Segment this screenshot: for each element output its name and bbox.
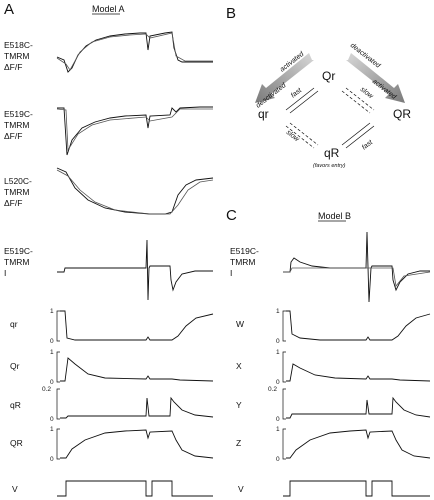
svg-text:1: 1 [276, 349, 280, 356]
arrow-Qr-to-QR [346, 53, 405, 103]
title-model-a: Model A [92, 4, 125, 14]
arrow-qr-Qr-fast [285, 87, 319, 114]
label-e519c-current-a: E519C- TMRM I [4, 246, 33, 278]
svg-text:ΔF/F: ΔF/F [4, 198, 22, 208]
trace-voltage-c [283, 480, 430, 497]
trace-state-X [286, 363, 431, 382]
svg-text:TMRM: TMRM [230, 257, 256, 267]
svg-text:I: I [230, 268, 232, 278]
svg-text:0.2: 0.2 [268, 386, 277, 393]
arrow-qr-to-Qr [255, 53, 314, 103]
voltage-label-c: V [238, 484, 244, 494]
svg-text:TMRM: TMRM [4, 257, 30, 267]
svg-text:TMRM: TMRM [4, 120, 30, 130]
panel-label-c: C [226, 207, 237, 224]
trace-voltage-a [57, 480, 213, 497]
state-Qr: Qr [322, 69, 335, 83]
voltage-label-a: V [12, 484, 18, 494]
axis-X: 1 0 [276, 349, 286, 386]
svg-text:0: 0 [276, 379, 280, 386]
label-fast-lower: fast [361, 138, 375, 151]
trace-e519c-fluor [57, 106, 213, 156]
trace-e519c-model [56, 108, 213, 152]
svg-text:L520C-: L520C- [4, 176, 32, 186]
state-qr: qr [258, 107, 269, 121]
svg-text:0: 0 [50, 416, 54, 423]
svg-text:1: 1 [276, 308, 280, 315]
svg-text:E519C-: E519C- [230, 246, 259, 256]
trace-state-Qr [60, 357, 214, 382]
trace-current-c-model [283, 267, 431, 287]
state-label-Y: Y [236, 400, 242, 410]
title-model-b: Model B [318, 211, 351, 221]
trace-state-W [286, 310, 431, 341]
label-slow-lower: slow [285, 129, 301, 144]
svg-text:0: 0 [276, 416, 280, 423]
svg-text:1: 1 [276, 426, 280, 433]
trace-state-Y [286, 396, 431, 419]
svg-text:E519C-: E519C- [4, 246, 33, 256]
axis-W: 1 0 [276, 308, 286, 345]
svg-text:ΔF/F: ΔF/F [4, 62, 22, 72]
svg-text:0: 0 [50, 456, 54, 463]
arrow-qr-qR-slow [285, 122, 319, 149]
axis-Qr: 1 0 [50, 349, 60, 386]
label-e519c-fluor: E519C- TMRM ΔF/F [4, 109, 33, 141]
label-l520c-fluor: L520C- TMRM ΔF/F [4, 176, 32, 208]
svg-text:0: 0 [276, 338, 280, 345]
scheme-bottom-note: (favors entry) [313, 163, 346, 169]
state-label-Z: Z [236, 438, 241, 448]
arrow-qR-QR-fast [341, 122, 375, 149]
svg-text:I: I [4, 268, 6, 278]
svg-text:0: 0 [50, 338, 54, 345]
label-slow-upper: slow [359, 86, 375, 101]
axis-qR: 0.2 0 [42, 386, 60, 423]
state-label-QR: QR [10, 438, 23, 448]
label-e518c-fluor: E518C- TMRM ΔF/F [4, 40, 33, 72]
svg-text:E519C-: E519C- [4, 109, 33, 119]
trace-state-qR [60, 396, 214, 419]
trace-l520c-model [56, 169, 214, 215]
label-e519c-current-c: E519C- TMRM I [230, 246, 259, 278]
svg-text:ΔF/F: ΔF/F [4, 131, 22, 141]
axis-Y: 0.2 0 [268, 386, 286, 423]
trace-state-QR [60, 429, 214, 459]
axis-Z: 1 0 [276, 426, 286, 463]
state-QR: QR [393, 107, 411, 121]
state-label-qr: qr [10, 319, 18, 329]
trace-state-qr [60, 310, 214, 341]
svg-text:TMRM: TMRM [4, 187, 30, 197]
svg-text:TMRM: TMRM [4, 51, 30, 61]
trace-state-Z [286, 429, 431, 459]
svg-text:1: 1 [50, 426, 54, 433]
state-qR: qR [324, 146, 340, 160]
svg-text:1: 1 [50, 308, 54, 315]
state-label-W: W [236, 319, 244, 329]
svg-text:E518C-: E518C- [4, 40, 33, 50]
trace-e518c-model [56, 32, 213, 71]
axis-qr: 1 0 [50, 308, 60, 345]
trace-current-a [57, 239, 213, 301]
svg-text:0: 0 [50, 379, 54, 386]
state-label-X: X [236, 361, 242, 371]
svg-text:1: 1 [50, 349, 54, 356]
svg-text:0.2: 0.2 [42, 386, 51, 393]
trace-l520c-fluor [56, 167, 214, 215]
panel-label-a: A [4, 1, 14, 18]
state-label-qR: qR [10, 400, 21, 410]
trace-current-c [283, 231, 430, 303]
axis-QR: 1 0 [50, 426, 60, 463]
arrow-Qr-QR-slow [341, 87, 375, 114]
kinetic-scheme: Qr qr QR qR (favors entry) deactivated a… [255, 42, 411, 169]
state-label-Qr: Qr [10, 361, 20, 371]
svg-text:0: 0 [276, 456, 280, 463]
panel-label-b: B [226, 5, 236, 22]
trace-e518c-fluor [56, 31, 213, 73]
